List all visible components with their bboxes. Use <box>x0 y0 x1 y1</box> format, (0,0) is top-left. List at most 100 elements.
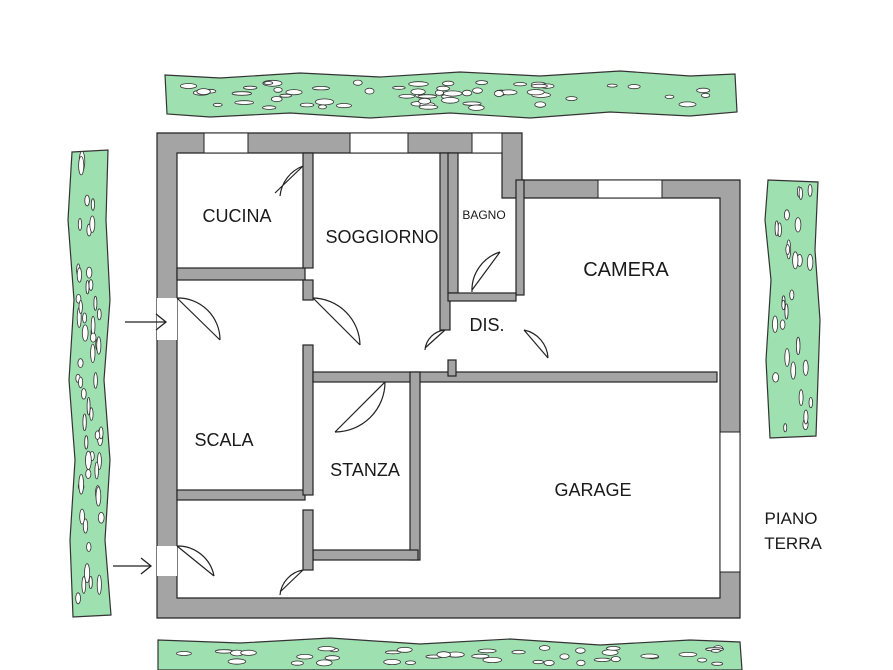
hedge-mark <box>89 332 97 343</box>
hedge-mark <box>700 92 711 98</box>
hedge-texture <box>75 79 814 667</box>
door-dis-left <box>424 329 446 351</box>
hedge-mark <box>179 83 198 89</box>
hedge-mark <box>82 518 89 534</box>
hedge-mark <box>779 319 786 330</box>
hedge-mark <box>77 217 83 231</box>
hedge-mark <box>85 450 92 470</box>
hedge-mark <box>270 96 283 103</box>
hedge-mark <box>575 647 586 654</box>
hedge-mark <box>802 359 809 376</box>
room-label-dis: DIS. <box>469 315 504 335</box>
hedge-mark <box>86 542 92 552</box>
floor-label-line2: TERRA <box>764 534 822 553</box>
hedge-mark <box>94 430 101 440</box>
hedge-mark <box>576 659 586 667</box>
hedge-mark <box>364 87 375 95</box>
hedge-mark <box>82 312 87 324</box>
hedge-mark <box>383 659 401 666</box>
hedge-mark <box>262 105 277 110</box>
hedge-mark <box>696 87 711 94</box>
hedge-mark <box>312 86 330 91</box>
hedge-mark <box>808 397 813 409</box>
arrow-right-icon <box>113 557 153 575</box>
door-bagno <box>471 251 501 293</box>
hedge-mark <box>664 94 675 99</box>
hedge-mark <box>785 244 790 256</box>
hedge-mark <box>526 89 545 96</box>
room-label-bagno: BAGNO <box>462 208 505 222</box>
hedge-mark <box>81 388 87 400</box>
hedge-mark <box>417 94 438 99</box>
hedge-mark <box>565 96 578 101</box>
hedge-mark <box>196 88 211 95</box>
hedge-mark <box>90 343 96 363</box>
hedge-mark <box>97 511 105 524</box>
hedge-mark <box>85 280 90 295</box>
hedge-mark <box>442 80 455 87</box>
hedge-mark <box>335 103 352 109</box>
hedge-mark <box>81 576 87 594</box>
hedge-mark <box>606 646 621 651</box>
hedge-mark <box>290 660 304 666</box>
hedge-mark <box>640 653 659 659</box>
hedge-mark <box>93 295 98 311</box>
hedge-mark <box>410 88 426 96</box>
hedge-mark <box>784 348 790 367</box>
hedge-mark <box>82 413 87 432</box>
hedge-mark <box>85 469 92 479</box>
hedge-mark <box>175 651 192 656</box>
room-label-garage: GARAGE <box>554 480 631 500</box>
hedge-mark <box>610 656 621 663</box>
hedge-mark <box>783 423 788 433</box>
hedge-mark <box>534 101 546 108</box>
hedge-mark <box>88 576 93 590</box>
hedge-mark <box>784 209 790 221</box>
hedge-mark <box>477 648 497 654</box>
room-label-soggiorno: SOGGIORNO <box>325 227 438 247</box>
hedge-mark <box>697 657 708 663</box>
hedge-mark <box>418 104 439 110</box>
hedge-mark <box>627 84 641 90</box>
room-label-stanza: STANZA <box>330 460 400 480</box>
hedge-mark <box>392 85 406 90</box>
hedge-mark <box>441 97 460 104</box>
hedge-mark <box>86 266 93 279</box>
hedge-mark <box>794 217 802 233</box>
hedge-mark <box>324 655 341 661</box>
hedge-mark <box>606 83 618 88</box>
hedge-mark <box>296 654 314 660</box>
door-camera <box>523 329 549 359</box>
room-label-scala: SCALA <box>194 430 253 450</box>
hedge-mark <box>93 372 98 389</box>
hedge-mark <box>84 563 91 584</box>
hedge-mark <box>511 649 526 655</box>
hedge-mark <box>227 658 247 665</box>
floor-label: PIANO TERRA <box>764 509 822 553</box>
hedge-mark <box>772 315 779 333</box>
hedge-mark <box>475 80 489 85</box>
hedge-mark <box>316 659 333 667</box>
hedge-mark <box>482 657 503 664</box>
hedge-mark <box>798 389 804 406</box>
hedge-mark <box>79 508 85 525</box>
hedge-mark <box>790 361 796 380</box>
hedge-mark <box>471 653 490 659</box>
doors <box>176 165 549 596</box>
hedge-mark <box>314 98 335 106</box>
hedge-mark <box>285 89 303 96</box>
hedge-mark <box>513 82 527 87</box>
hedge-mark <box>89 215 96 233</box>
hedge-mark <box>96 336 102 355</box>
hedge-mark <box>559 653 570 660</box>
door-stanza <box>334 381 386 433</box>
hedge-mark <box>789 289 795 301</box>
door-entrance-top <box>176 297 221 341</box>
hedge-mark <box>231 91 252 96</box>
hedge-mark <box>78 156 85 176</box>
hedge-mark <box>803 409 809 425</box>
hedge-mark <box>772 372 779 383</box>
hedge-mark <box>396 646 413 653</box>
arrow-right-icon <box>125 313 168 331</box>
